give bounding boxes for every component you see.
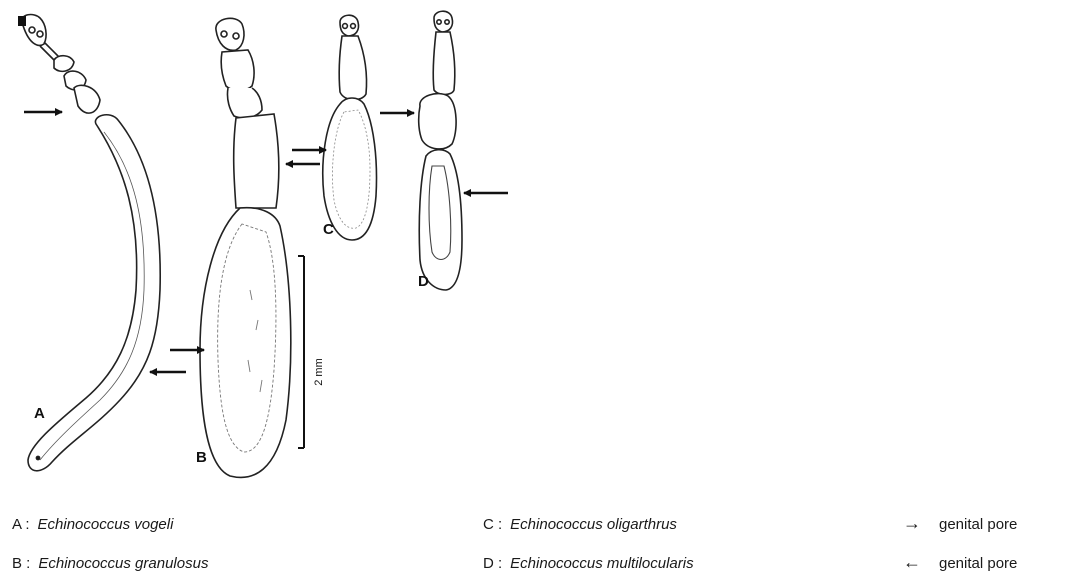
legend-name-c: Echinococcus oligarthrus — [510, 516, 677, 533]
panel-letter-d: D — [418, 273, 429, 290]
legend-key-d: D : — [483, 555, 502, 572]
legend-name-d: Echinococcus multilocularis — [510, 555, 693, 572]
legend-left-arrow-label: genital pore — [939, 555, 1017, 572]
right-arrow-icon: → — [903, 516, 921, 531]
panel-letter-b: B — [196, 449, 207, 466]
legend-item-c: C : Echinococcus oligarthrus — [483, 516, 677, 533]
legend-name-a: Echinococcus vogeli — [38, 516, 174, 533]
worm-c-body — [323, 98, 377, 240]
worm-b-scolex — [216, 18, 244, 50]
left-arrow-icon: ← — [903, 555, 921, 570]
legend-key-c: C : — [483, 516, 502, 533]
panel-letter-c: C — [323, 221, 334, 238]
worm-c — [323, 15, 377, 240]
legend-item-a: A : Echinococcus vogeli — [12, 516, 173, 533]
legend-left-arrow: ← genital pore — [903, 555, 1017, 572]
worm-d-body — [419, 150, 462, 290]
worm-d — [419, 11, 462, 290]
legend-key-b: B : — [12, 555, 30, 572]
worm-a-body — [28, 115, 160, 471]
legend-item-b: B : Echinococcus granulosus — [12, 555, 208, 572]
worm-a — [18, 15, 160, 471]
scale-bar-label: 2 mm — [313, 358, 325, 386]
worm-b — [200, 18, 291, 477]
scale-bar — [298, 256, 304, 448]
legend-right-arrow: → genital pore — [903, 516, 1017, 533]
legend-name-b: Echinococcus granulosus — [38, 555, 208, 572]
worm-b-body — [200, 208, 291, 478]
panel-letter-a: A — [34, 405, 45, 422]
legend-item-d: D : Echinococcus multilocularis — [483, 555, 694, 572]
legend-right-arrow-label: genital pore — [939, 516, 1017, 533]
legend-key-a: A : — [12, 516, 30, 533]
